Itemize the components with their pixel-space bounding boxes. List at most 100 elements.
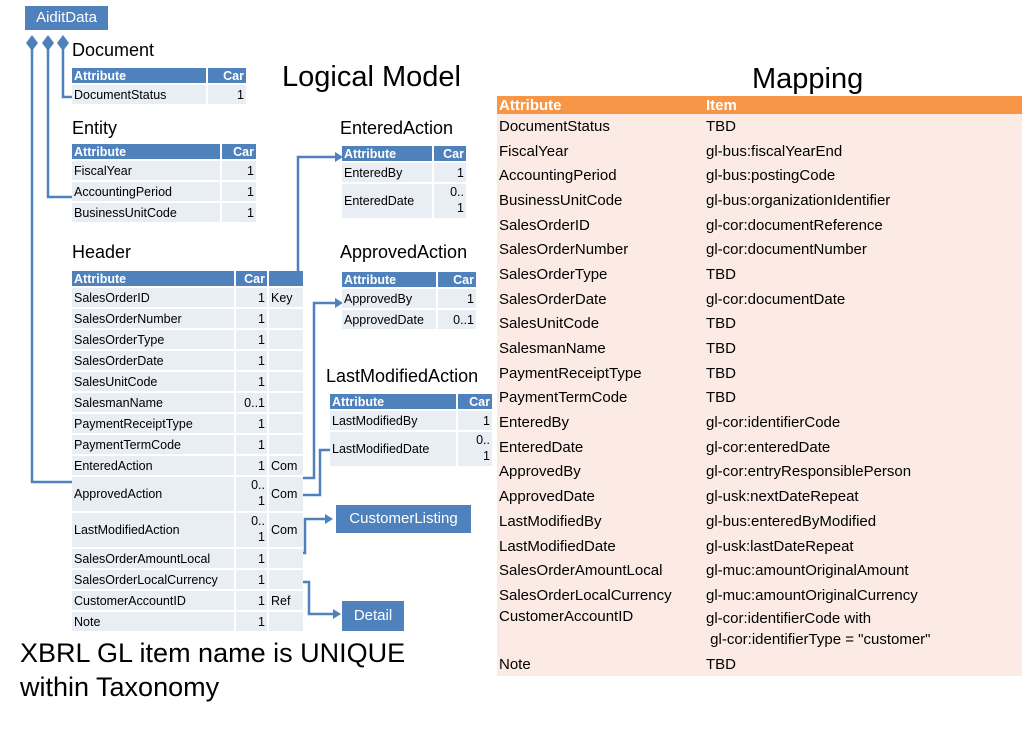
mapping-attribute-cell: EnteredDate — [497, 434, 704, 460]
mapping-item-cell: gl-bus:enteredByModified — [704, 509, 1022, 534]
mapping-attribute-cell: DocumentStatus — [497, 114, 704, 139]
mapping-item-cell: gl-cor:enteredDate — [704, 434, 1022, 460]
mapping-item-cell: TBD — [704, 360, 1022, 386]
mapping-item-cell: TBD — [704, 262, 1022, 287]
mapping-attribute-cell: ApprovedBy — [497, 459, 704, 485]
footer-note: XBRL GL item name is UNIQUE within Taxon… — [20, 636, 405, 704]
mapping-attribute-cell: SalesOrderID — [497, 212, 704, 238]
attribute-cell: PaymentReceiptType — [72, 413, 236, 435]
attribute-cell: LastModifiedAction — [72, 512, 236, 549]
cardinality-cell: 1 — [235, 329, 269, 351]
attribute-cell: SalesOrderID — [72, 287, 236, 309]
attribute-cell: CustomerAccountID — [72, 590, 236, 612]
column-header: Attribute — [330, 394, 458, 411]
attribute-cell: Note — [72, 611, 236, 633]
cardinality-cell: 0.. 1 — [235, 476, 269, 513]
attribute-cell: ApprovedAction — [72, 476, 236, 513]
mapping-item-cell: TBD — [704, 336, 1022, 361]
column-header: Attribute — [72, 68, 208, 85]
mapping-attribute-cell: LastModifiedBy — [497, 509, 704, 534]
cardinality-cell: 1 — [207, 84, 248, 106]
attribute-cell: SalesOrderLocalCurrency — [72, 569, 236, 591]
mapping-item-cell: gl-usk:lastDateRepeat — [704, 533, 1022, 559]
approved-action-title: ApprovedAction — [340, 242, 468, 262]
cardinality-cell: 1 — [221, 202, 258, 224]
cardinality-cell: 0.. 1 — [235, 512, 269, 549]
column-header: Car — [235, 271, 269, 288]
note-cell — [268, 413, 303, 435]
last-modified-action-title: LastModifiedAction — [326, 366, 479, 386]
note-cell — [268, 569, 303, 591]
mapping-attribute-cell: EnteredBy — [497, 410, 704, 435]
mapping-item-cell: gl-bus:postingCode — [704, 163, 1022, 189]
mapping-item-cell: gl-muc:amountOriginalAmount — [704, 558, 1022, 584]
attribute-cell: SalesmanName — [72, 392, 236, 414]
cardinality-cell: 1 — [437, 288, 478, 310]
attribute-cell: SalesOrderAmountLocal — [72, 548, 236, 570]
attribute-cell: SalesOrderNumber — [72, 308, 236, 330]
attribute-cell: SalesUnitCode — [72, 371, 236, 393]
note-cell: Ref — [268, 590, 303, 612]
attribute-cell: PaymentTermCode — [72, 434, 236, 456]
column-header: Car — [221, 144, 258, 161]
mapping-item-cell: gl-cor:documentNumber — [704, 237, 1022, 263]
customer-listing-box: CustomerListing — [336, 505, 471, 533]
attribute-cell: FiscalYear — [72, 160, 222, 182]
cardinality-cell: 1 — [433, 162, 468, 184]
column-header: Car — [207, 68, 248, 85]
attribute-cell: EnteredAction — [72, 455, 236, 477]
mapping-item-cell: gl-cor:documentReference — [704, 212, 1022, 238]
logical-model-title: Logical Model — [282, 61, 461, 93]
mapping-attribute-cell: SalesOrderDate — [497, 286, 704, 312]
attribute-cell: LastModifiedBy — [330, 410, 458, 432]
document-title: Document — [72, 40, 155, 60]
mapping-attribute-cell: PaymentTermCode — [497, 385, 704, 411]
mapping-item-cell: TBD — [704, 385, 1022, 411]
mapping-attribute-cell: SalesUnitCode — [497, 311, 704, 337]
note-cell — [268, 329, 303, 351]
mapping-attribute-cell: SalesOrderLocalCurrency — [497, 583, 704, 608]
column-header — [268, 271, 303, 288]
column-header: Attribute — [72, 271, 236, 288]
attribute-cell: ApprovedDate — [342, 309, 438, 331]
cardinality-cell: 1 — [235, 308, 269, 330]
attribute-cell: SalesOrderDate — [72, 350, 236, 372]
note-cell — [268, 350, 303, 372]
note-cell — [268, 371, 303, 393]
